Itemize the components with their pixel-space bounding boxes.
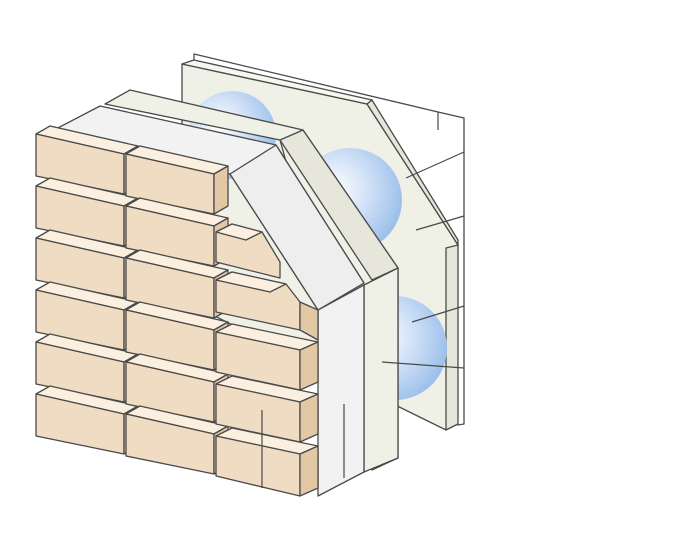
brick-column-left — [35, 125, 139, 455]
cavity-board — [53, 105, 365, 497]
leader-line-3 — [415, 215, 465, 231]
brick-column-right — [215, 223, 319, 497]
leader-line-5 — [381, 361, 465, 369]
leader-lines — [261, 112, 465, 488]
brick-veneer — [35, 125, 319, 497]
brick-column-middle — [125, 145, 229, 475]
leader-line-4 — [411, 305, 465, 323]
leader-line-2 — [405, 151, 465, 179]
